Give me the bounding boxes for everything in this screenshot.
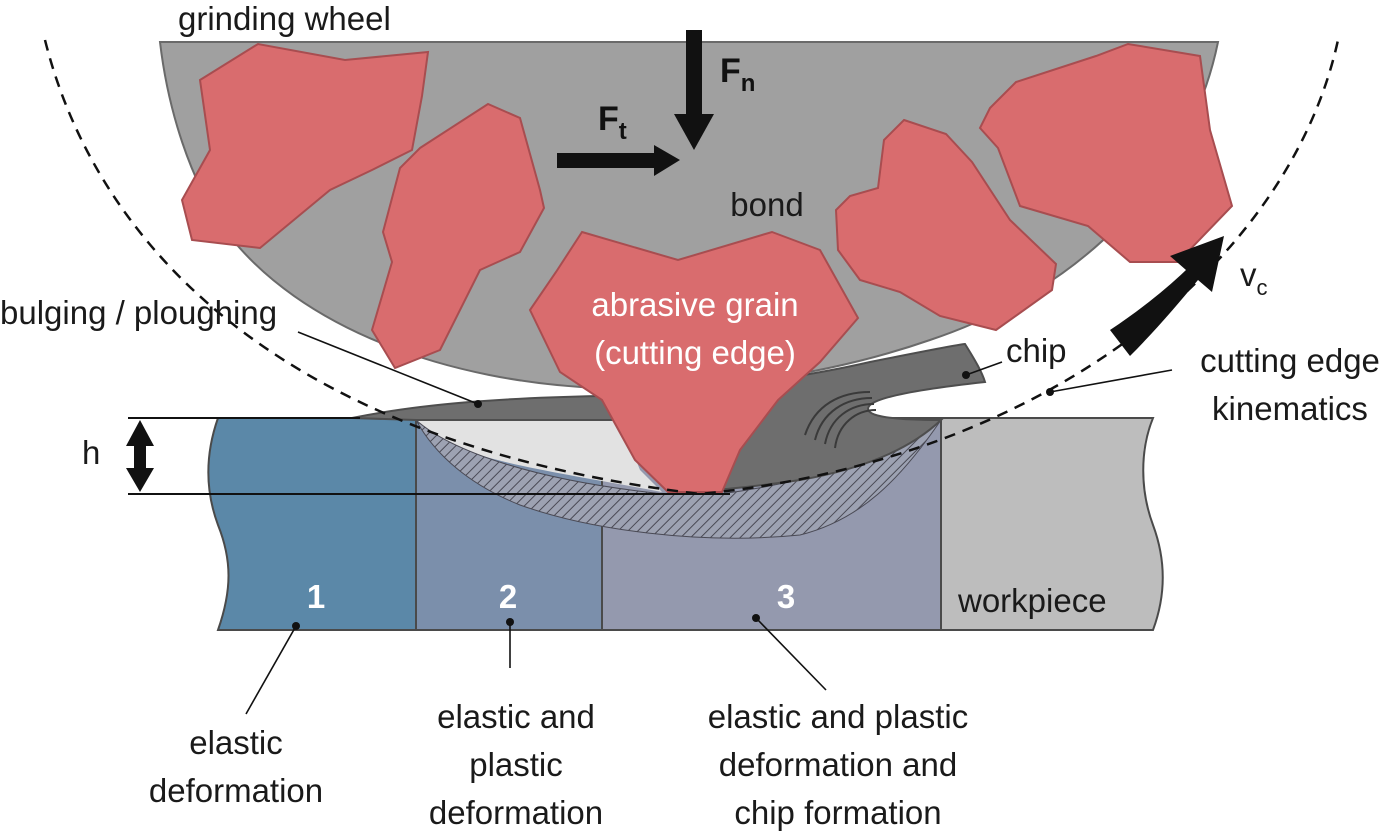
grain-right-1 — [834, 118, 1058, 332]
zone-2-caption-line3: deformation — [429, 794, 603, 831]
kinematics-leader — [1049, 369, 1173, 393]
bulging-leader — [297, 331, 479, 405]
zone-1-leader-dot — [292, 622, 300, 630]
plastic-deformation-zone — [415, 419, 942, 539]
zone-3-number: 3 — [777, 578, 795, 615]
kinematics-label-line1: cutting edge — [1200, 342, 1380, 379]
zone-1-caption-line1: elastic — [189, 724, 283, 761]
grain-label-line2: (cutting edge) — [594, 334, 796, 371]
grain-right-2 — [978, 42, 1234, 263]
workpiece-remaining-region — [940, 417, 1164, 631]
grain-left-1 — [180, 42, 430, 250]
normal-force-label: Fn — [720, 52, 755, 97]
bulging-leader-dot — [474, 400, 482, 408]
bond-label: bond — [730, 186, 803, 223]
tangential-force-label: Ft — [598, 100, 627, 145]
zone-3-caption-line1: elastic and plastic — [708, 698, 968, 735]
zone-3-caption-line2: deformation and — [719, 746, 958, 783]
depth-arrow — [126, 420, 154, 492]
zone-3-leader — [755, 617, 827, 691]
zone-3-leader-dot — [752, 614, 760, 622]
zone-3-caption-line3: chip formation — [734, 794, 941, 831]
kinematics-label-line2: kinematics — [1212, 390, 1368, 427]
zone-1-region — [207, 417, 417, 631]
grain-label-line1: abrasive grain — [591, 286, 798, 323]
chip-leader — [965, 361, 1003, 376]
grinding-wheel-label: grinding wheel — [178, 0, 391, 37]
chip-leader-dot — [962, 371, 970, 379]
workpiece-label: workpiece — [957, 582, 1107, 619]
zone-2-caption-line1: elastic and — [437, 698, 595, 735]
tangential-force-arrow — [557, 145, 680, 176]
zone-1-number: 1 — [307, 578, 325, 615]
cutting-speed-arrow — [1110, 236, 1224, 356]
grain-abrasive-main — [528, 230, 860, 493]
chip-label: chip — [1006, 332, 1067, 369]
deformed-surface-layer — [416, 420, 662, 492]
grain-left-2 — [370, 102, 546, 370]
zone-2-number: 2 — [499, 578, 517, 615]
zone-2-caption-line2: plastic — [469, 746, 563, 783]
bulging-ploughing-label: bulging / ploughing — [0, 294, 277, 331]
zone-1-leader — [245, 625, 297, 715]
cutting-speed-label: vc — [1240, 256, 1268, 300]
chip-lamellae — [804, 391, 877, 449]
normal-force-arrow — [674, 30, 714, 150]
zone-2-leader-dot — [506, 618, 514, 626]
h-label: h — [82, 434, 100, 471]
cutting-edge-kinematics-arc — [43, 39, 1340, 496]
kinematics-leader-dot — [1046, 388, 1054, 396]
zone-1-caption-line2: deformation — [149, 772, 323, 809]
